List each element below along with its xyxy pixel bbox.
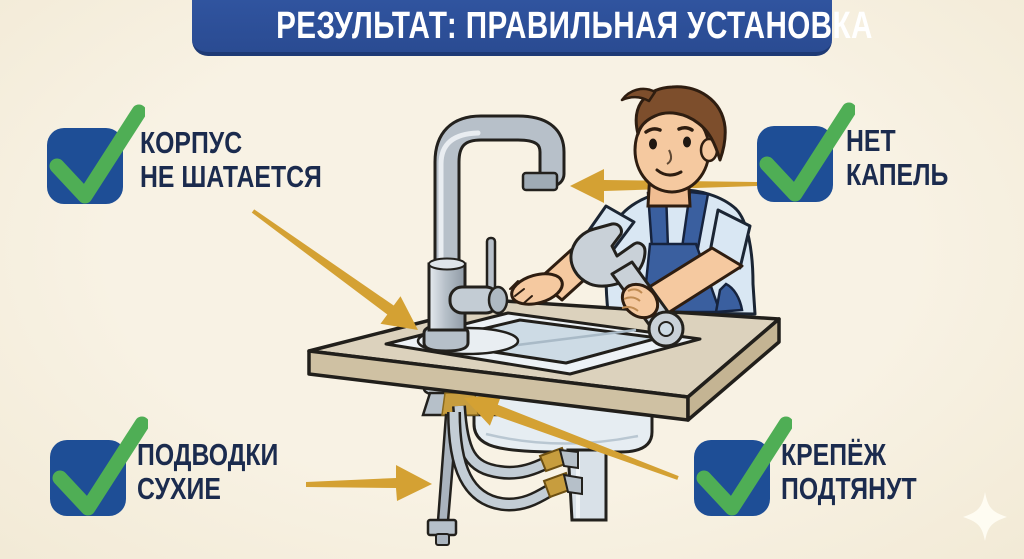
checklist-item-krepezh: КРЕПЁЖ ПОДТЯНУТ — [781, 438, 951, 506]
checklist-label-line: ПОДТЯНУТ — [781, 471, 917, 506]
sparkle-icon — [963, 492, 1007, 541]
checklist-item-kapel: НЕТ КАПЕЛЬ — [846, 124, 974, 192]
page-title: РЕЗУЛЬТАТ: ПРАВИЛЬНАЯ УСТАНОВКА — [276, 5, 873, 47]
checkbox-krepezh — [694, 416, 792, 516]
checklist-label-line: НЕ ШАТАЕТСЯ — [140, 159, 322, 194]
checkmark-icon — [49, 104, 145, 204]
checklist-label-line: КОРПУС — [140, 125, 243, 160]
checklist-label-line: НЕТ — [846, 123, 896, 158]
plumber-arms — [509, 204, 752, 348]
overall-side — [714, 282, 744, 314]
checklist-label-line: КРЕПЁЖ — [781, 437, 887, 472]
countertop — [307, 299, 781, 422]
plumber-hair — [634, 85, 727, 162]
arrow-fastener — [464, 394, 679, 480]
title-banner: РЕЗУЛЬТАТ: ПРАВИЛЬНАЯ УСТАНОВКА — [192, 0, 872, 56]
faucet — [422, 114, 566, 353]
checkbox-podvodki — [50, 416, 148, 516]
arrow-supply-lines — [306, 465, 432, 501]
left-hand — [510, 272, 564, 306]
checkmark-icon — [52, 416, 148, 516]
checklist-label-line: СУХИЕ — [137, 471, 221, 506]
checkbox-korpus — [47, 104, 145, 204]
hair-swoosh — [620, 87, 657, 103]
checkmark-icon — [696, 416, 792, 516]
checklist-item-podvodki: ПОДВОДКИ СУХИЕ — [137, 438, 314, 506]
faucet-aerator — [521, 171, 559, 192]
checklist-item-korpus: КОРПУС НЕ ШАТАЕТСЯ — [140, 126, 367, 194]
arrow-faucet-base — [251, 209, 418, 330]
checkbox-kapel — [757, 102, 855, 202]
checkmark-icon — [759, 102, 855, 202]
faucet-handle-stick — [485, 236, 497, 292]
checklist-label-line: КАПЕЛЬ — [846, 157, 949, 192]
wrench — [569, 222, 685, 348]
checklist-label-line: ПОДВОДКИ — [137, 437, 279, 472]
counter-right-face — [686, 317, 781, 422]
faucet-spout-tube — [433, 114, 566, 284]
